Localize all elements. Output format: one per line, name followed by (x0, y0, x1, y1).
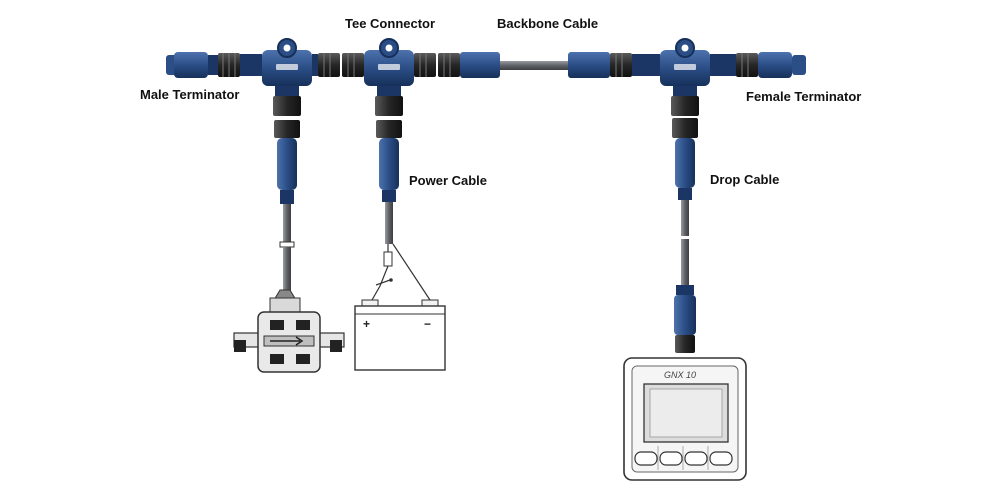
drop-cable-display (672, 118, 698, 353)
backbone-plug-right (568, 52, 632, 78)
sensor-adapter (233, 289, 345, 373)
label-power-cable: Power Cable (409, 173, 488, 188)
label-tee-connector: Tee Connector (345, 16, 436, 31)
battery-plus-sign: + (363, 317, 370, 331)
display-button-1 (634, 451, 658, 466)
female-terminator (736, 52, 806, 78)
label-male-terminator: Male Terminator (140, 87, 240, 102)
battery-minus-sign: − (424, 317, 431, 331)
tee-connector-3 (632, 38, 736, 116)
drop-cable-sensor (274, 120, 300, 295)
display-model-label: GNX 10 (664, 370, 696, 380)
tee-connector-1 (240, 38, 340, 116)
battery: + − (354, 299, 446, 371)
display-unit: GNX 10 (623, 357, 747, 481)
power-cable-drop (371, 120, 431, 301)
display-button-2 (659, 451, 683, 466)
label-drop-cable: Drop Cable (710, 172, 780, 187)
label-female-terminator: Female Terminator (746, 89, 862, 104)
male-terminator (166, 52, 240, 78)
label-backbone-cable: Backbone Cable (497, 16, 599, 31)
display-button-3 (684, 451, 708, 466)
tee-connector-2 (342, 38, 436, 116)
display-button-4 (709, 451, 733, 466)
backbone-plug-left (438, 52, 500, 78)
backbone-cable (500, 61, 570, 70)
